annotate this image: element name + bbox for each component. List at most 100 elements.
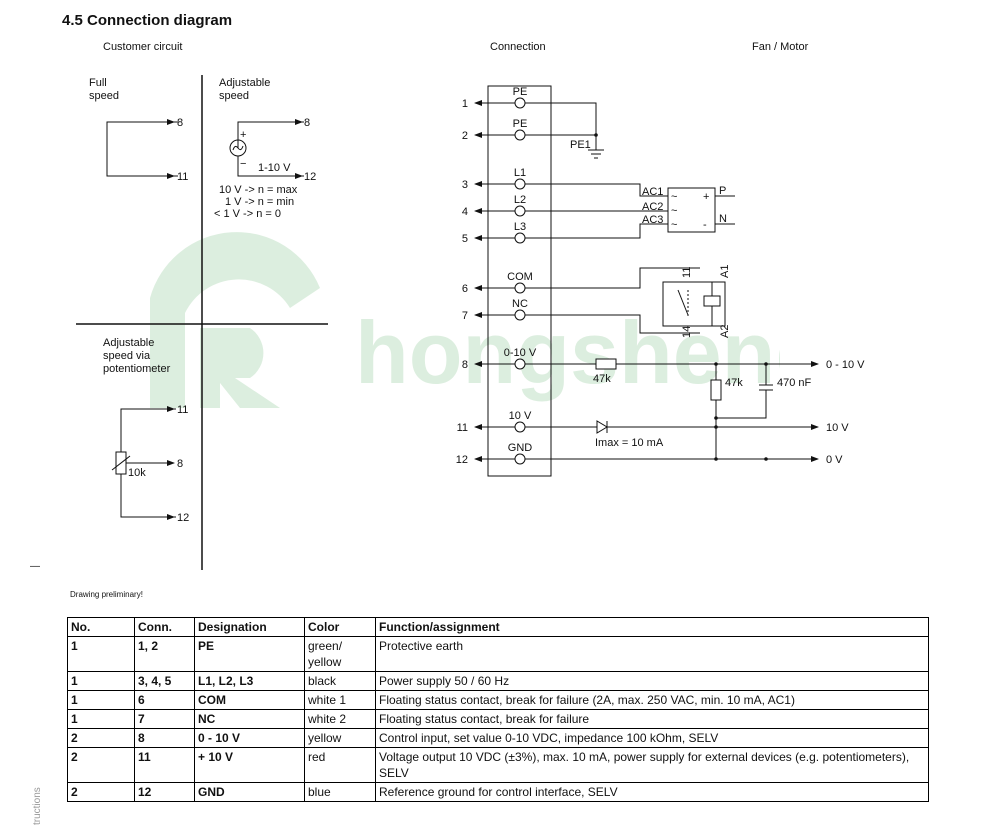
table-cell-des: 0 - 10 V [194, 728, 305, 748]
terminal-label: NC [512, 298, 528, 310]
terminal-label: 0-10 V [504, 347, 537, 359]
terminal-11-label: 11 [177, 171, 188, 183]
rule-min: 1 V -> n = min [225, 196, 294, 208]
table-header-cell: Color [304, 617, 376, 637]
terminal-number: 6 [462, 283, 468, 295]
table-cell-conn: 3, 4, 5 [134, 671, 195, 691]
terminal-number: 11 [457, 422, 468, 434]
terminal-screw-icon [514, 453, 526, 465]
terminal-row: 7 NC [462, 298, 528, 322]
table-header-cell: Conn. [134, 617, 195, 637]
svg-text:hongsheng: hongsheng [355, 303, 780, 402]
output-0-10-label: 0 - 10 V [826, 359, 865, 371]
relay-11-label: 11 [681, 267, 693, 278]
table-cell-des: L1, L2, L3 [194, 671, 305, 691]
table-cell-conn: 6 [134, 690, 195, 710]
resistor-47k-2-icon [710, 379, 722, 401]
table-cell-no: 2 [67, 728, 135, 748]
terminal-screw-icon [514, 282, 526, 294]
terminal-screw-icon [514, 205, 526, 217]
terminal-label: 10 V [509, 410, 532, 422]
table-cell-conn: 7 [134, 709, 195, 729]
terminal-label: PE [513, 118, 528, 130]
table-cell-color: red [304, 747, 376, 783]
table-cell-conn: 1, 2 [134, 636, 195, 672]
terminal-row: 2PE [462, 118, 527, 142]
output-10v-label: 10 V [826, 422, 849, 434]
terminal-number: 5 [462, 233, 468, 245]
wave-2: ~ [671, 205, 677, 217]
table-cell-color: yellow [304, 728, 376, 748]
table-cell-no: 2 [67, 747, 135, 783]
pot-label-3: potentiometer [103, 363, 171, 375]
table-header-cell: No. [67, 617, 135, 637]
table-cell-no: 1 [67, 690, 135, 710]
plus-sign: + [240, 129, 246, 141]
terminal-row: 5 L3 [462, 221, 526, 245]
voltage-range-label: 1-10 V [258, 162, 291, 174]
terminal-number: 1 [462, 98, 468, 110]
connection-diagram: Customer circuit Connection Fan / Motor … [76, 41, 865, 570]
resistor-2-label: 47k [725, 377, 743, 389]
table-cell-func: Control input, set value 0-10 VDC, imped… [375, 728, 929, 748]
terminal-number: 12 [456, 454, 468, 466]
table-cell-func: Reference ground for control interface, … [375, 782, 929, 802]
relay-14-label: 14 [681, 326, 693, 338]
minus-sign: − [240, 158, 246, 170]
relay-a2-label: A2 [719, 325, 731, 338]
terminal-row: 11 10 V [457, 410, 532, 434]
terminal-12c-label: 12 [177, 512, 189, 524]
table-cell-func: Floating status contact, break for failu… [375, 709, 929, 729]
n-label: N [719, 213, 727, 225]
p-label: P [719, 185, 726, 197]
terminal-row: 4L2 [462, 194, 526, 218]
pot-label-1: Adjustable [103, 337, 154, 349]
terminal-label: L1 [514, 167, 526, 179]
dash-mark: — [30, 561, 40, 572]
terminal-label: L3 [514, 221, 526, 233]
pot-label-2: speed via [103, 350, 151, 362]
watermark-logo: hongsheng [150, 232, 780, 408]
terminal-11c-label: 11 [177, 404, 188, 416]
terminal-screw-icon [514, 129, 526, 141]
table-header-cell: Designation [194, 617, 305, 637]
terminal-number: 7 [462, 310, 468, 322]
adjustable-speed-label: Adjustable [219, 77, 270, 89]
table-cell-des: PE [194, 636, 305, 672]
table-cell-des: NC [194, 709, 305, 729]
table-cell-no: 1 [67, 709, 135, 729]
diode-icon [596, 420, 608, 434]
table-cell-func: Voltage output 10 VDC (±3%), max. 10 mA,… [375, 747, 929, 783]
table-cell-func: Floating status contact, break for failu… [375, 690, 929, 710]
terminal-8-label: 8 [177, 117, 183, 129]
drawing-note: Drawing preliminary! [70, 590, 143, 599]
full-speed-wire [106, 121, 178, 177]
table-cell-conn: 11 [134, 747, 195, 783]
relay-a1-label: A1 [719, 265, 731, 278]
terminal-8c-label: 8 [177, 458, 183, 470]
table-header-cell: Function/assignment [375, 617, 929, 637]
relay-box [662, 281, 726, 327]
terminal-screw-icon [514, 97, 526, 109]
table-cell-color: black [304, 671, 376, 691]
terminal-label: PE [513, 86, 528, 98]
table-cell-color: white 2 [304, 709, 376, 729]
page-title: 4.5 Connection diagram [62, 12, 233, 29]
terminal-block [487, 85, 552, 477]
table-cell-des: COM [194, 690, 305, 710]
terminal-label: L2 [514, 194, 526, 206]
rule-max: 10 V -> n = max [219, 184, 298, 196]
table-cell-no: 1 [67, 636, 135, 672]
terminal-row: 8 0-10 V [462, 347, 537, 371]
rule-zero: < 1 V -> n = 0 [214, 208, 281, 220]
relay-contact-icon [677, 289, 689, 316]
imax-label: Imax = 10 mA [595, 437, 664, 449]
output-0v-label: 0 V [826, 454, 843, 466]
terminal-number: 8 [462, 359, 468, 371]
